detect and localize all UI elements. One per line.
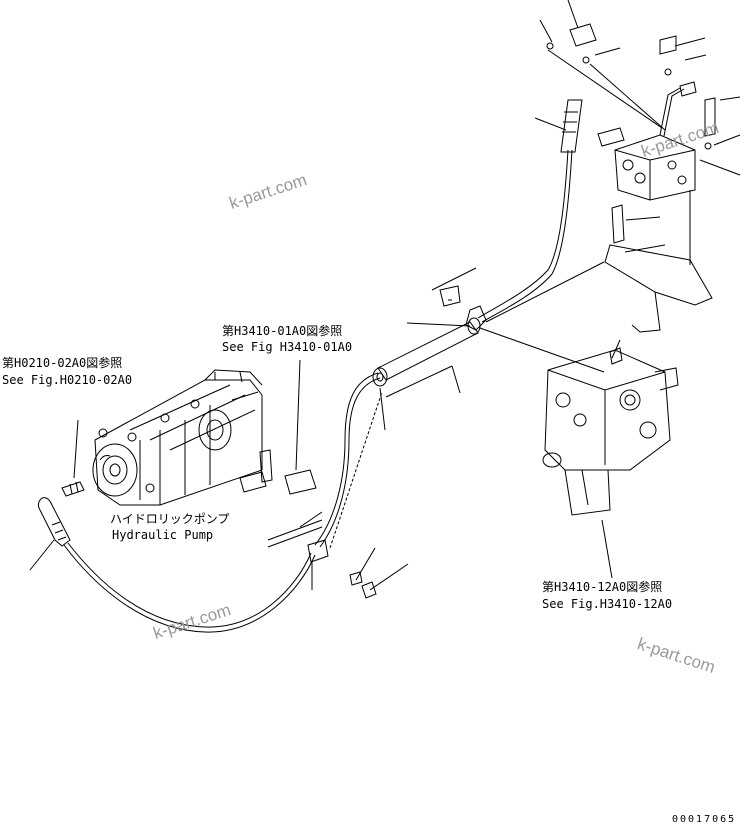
control-valve	[542, 347, 679, 516]
hydraulic-pump-drawing	[92, 369, 263, 506]
clamp-pump-side	[307, 539, 377, 599]
reference-band	[239, 449, 323, 548]
pump-label-jp: ハイドロリックポンプ	[110, 512, 230, 526]
valve-block-upper	[546, 23, 716, 201]
dashed-leaders	[329, 391, 383, 549]
ref-h3410-01-en: See Fig H3410-01A0	[222, 340, 353, 354]
pump-label-en: Hydraulic Pump	[112, 528, 214, 542]
pipe-tube	[372, 285, 487, 387]
ref-h0210-jp: 第H0210-02A0図参照	[2, 356, 123, 370]
ref-h3410-12-jp: 第H3410-12A0図参照	[542, 580, 663, 594]
drawing-code: 00017065	[672, 814, 737, 825]
hose-lower	[63, 542, 316, 633]
mounting-bracket	[604, 190, 713, 333]
hose-upper	[314, 149, 573, 548]
ref-h0210-en: See Fig.H0210-02A0	[2, 373, 133, 387]
left-elbow-fitting	[37, 481, 85, 547]
ref-h3410-12-en: See Fig.H3410-12A0	[542, 597, 673, 611]
ref-h3410-01-jp: 第H3410-01A0図参照	[222, 324, 343, 338]
leader-lines	[29, 0, 741, 591]
